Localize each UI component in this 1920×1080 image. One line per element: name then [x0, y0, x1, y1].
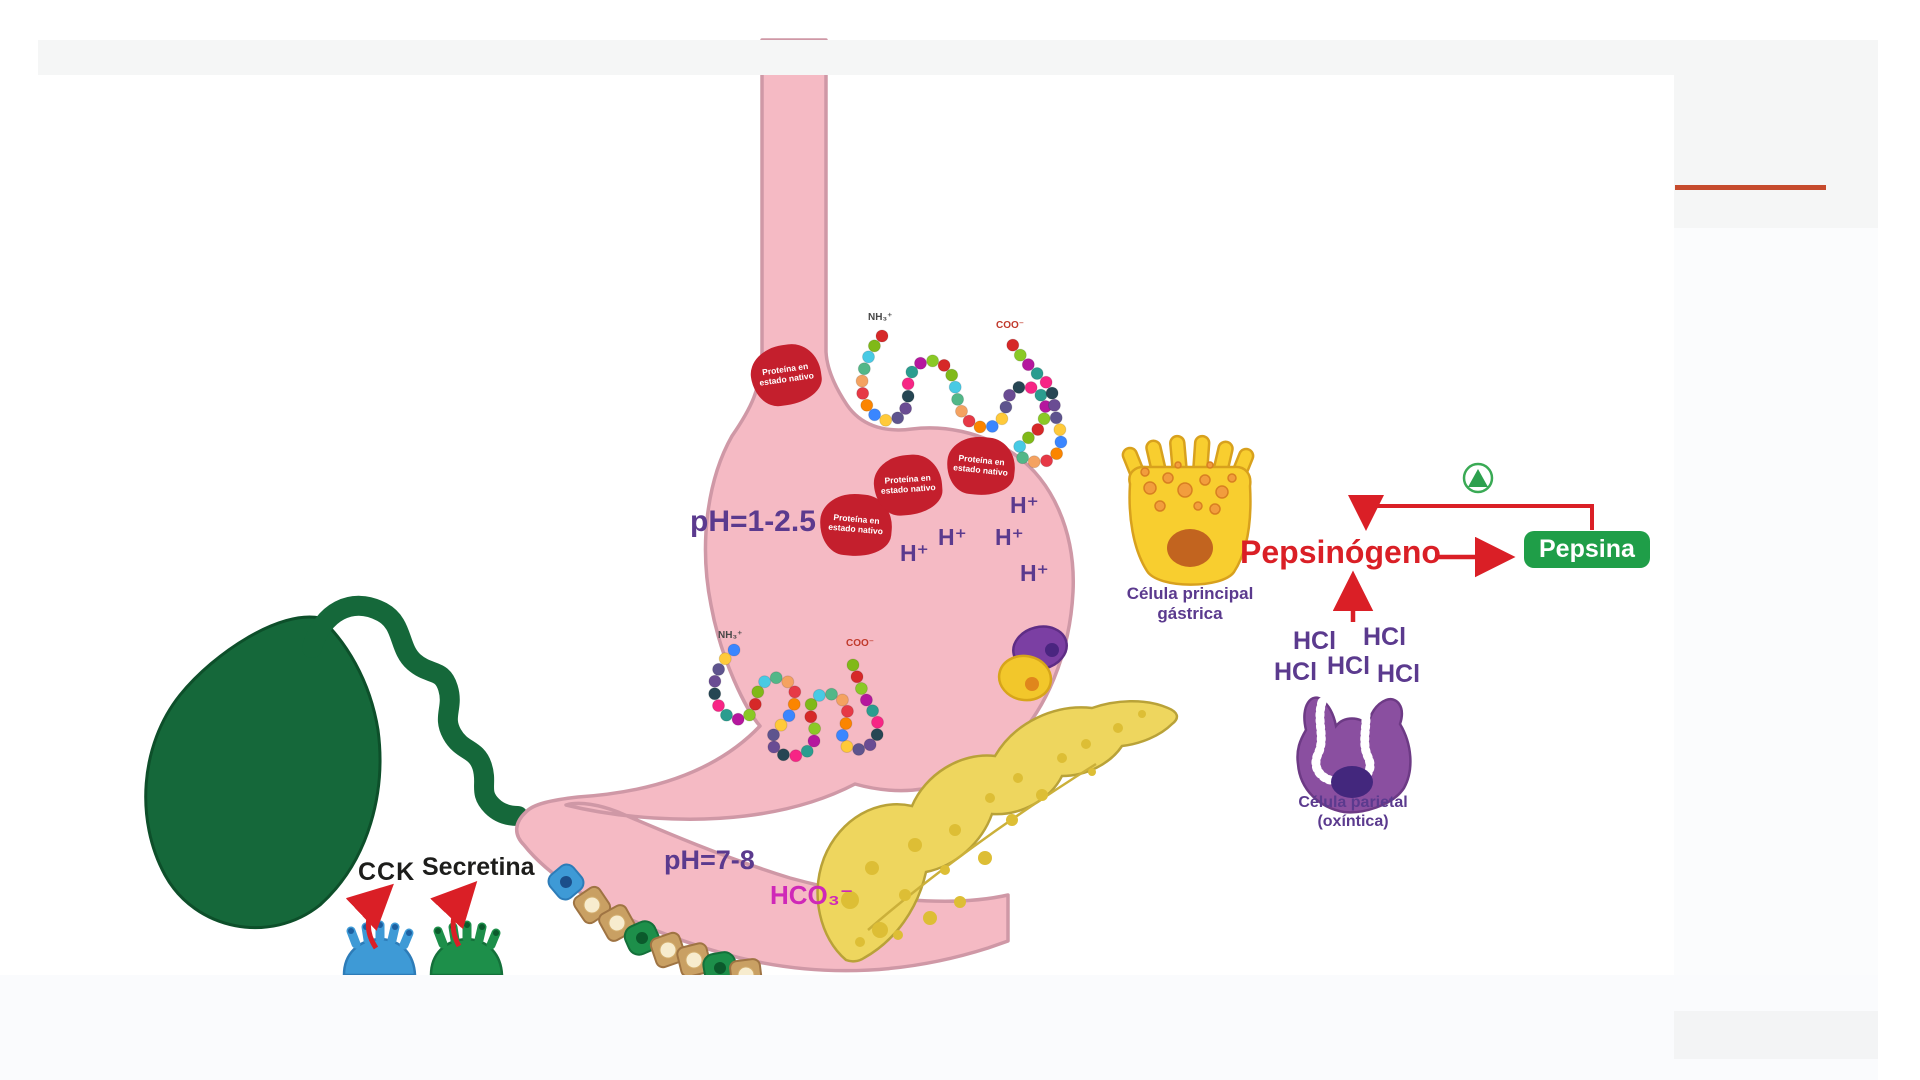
- chief-cell-label: Célula principal gástrica: [1126, 584, 1254, 624]
- secretin-arrow: [430, 881, 478, 948]
- slide-top-gray-band: [38, 40, 1878, 75]
- bile-duct: [302, 595, 528, 826]
- hydrogen-ion-label: H⁺: [995, 524, 1024, 550]
- hydrogen-ion-label: H⁺: [938, 524, 967, 550]
- cck-arrow: [345, 883, 394, 950]
- chain-n-terminus-label: NH₃⁺: [868, 312, 893, 323]
- i-cell-embedded: [547, 863, 585, 901]
- slide-bottom-right-patch: [1674, 1011, 1878, 1059]
- duodenum-ph-label: pH=7-8: [664, 845, 755, 875]
- hydrogen-ion-label: H⁺: [1020, 560, 1049, 586]
- parietal-cell: [1296, 696, 1412, 814]
- pepsin-badge: Pepsina: [1524, 531, 1650, 568]
- pancreas: [816, 700, 1179, 963]
- pepsin-feedback-loop: [1348, 495, 1594, 531]
- zymogen-granules: [1140, 461, 1237, 515]
- arrows: [345, 495, 1594, 950]
- secretin-label: Secretina: [422, 853, 535, 881]
- slide-right-gray-block: [1674, 40, 1878, 228]
- positive-feedback-icon: [1462, 462, 1494, 494]
- s-cell-secretin: [429, 920, 504, 977]
- slide-bottom-band: [0, 975, 1878, 1080]
- accent-line: [1675, 185, 1826, 190]
- hcl-label: HCl: [1363, 623, 1407, 651]
- gallbladder: [144, 595, 528, 930]
- slide-right-light-strip: [1674, 228, 1878, 1011]
- stomach-tract: [515, 38, 1075, 973]
- cck-label: CCK: [358, 858, 416, 886]
- chain-c-terminus-label: COO⁻: [996, 320, 1025, 331]
- parietal-cell-label: Célula parietal (oxíntica): [1298, 794, 1408, 830]
- bicarbonate-label: HCO₃⁻: [770, 880, 854, 910]
- hcl-label: HCl: [1327, 652, 1371, 680]
- hcl-label: HCl: [1377, 660, 1421, 688]
- hydrogen-ion-label: H⁺: [900, 540, 929, 566]
- chief-cell: [1121, 434, 1255, 586]
- denatured-protein-chain-lower: [708, 643, 884, 763]
- pancreas-texture: [841, 710, 1146, 947]
- chain-n-terminus-label: NH₃⁺: [718, 630, 743, 641]
- denatured-protein-chain-upper: [855, 329, 1068, 469]
- pepsinogen-label: Pepsinógeno: [1240, 534, 1441, 570]
- mini-wall-cells: [997, 625, 1068, 702]
- stomach-ph-label: pH=1-2.5: [690, 505, 816, 538]
- hcl-label: HCl: [1274, 658, 1318, 686]
- hcl-label: HCl: [1293, 627, 1337, 655]
- chain-c-terminus-label: COO⁻: [846, 638, 875, 649]
- i-cell-cck: [342, 920, 417, 977]
- hydrogen-ion-label: H⁺: [1010, 492, 1039, 518]
